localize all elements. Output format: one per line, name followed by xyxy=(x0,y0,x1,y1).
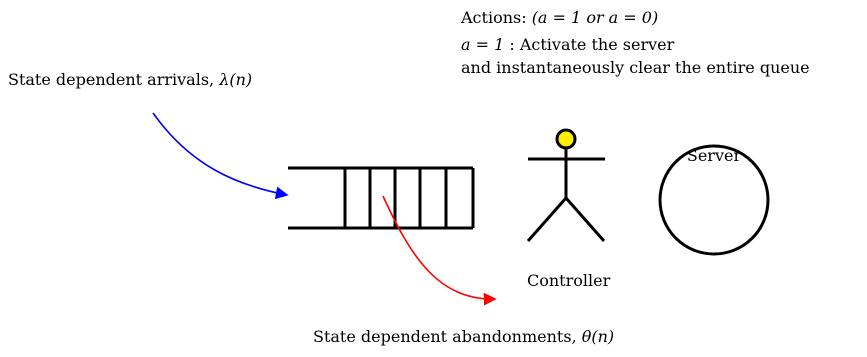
actions-line-2-math: a = 1 xyxy=(461,35,505,54)
actions-heading: Actions: (a = 1 or a = 0) xyxy=(461,8,658,28)
arrivals-arrow xyxy=(152,112,289,200)
controller-figure xyxy=(526,128,606,242)
controller-right-leg xyxy=(564,197,606,242)
actions-line-3: and instantaneously clear the entire que… xyxy=(461,58,810,77)
controller-head xyxy=(555,128,577,150)
server-circle xyxy=(658,144,770,256)
abandonments-text: State dependent abandonments, xyxy=(313,327,582,346)
actions-heading-text: Actions: xyxy=(461,8,532,27)
abandonments-label: State dependent abandonments, θ(n) xyxy=(313,327,614,347)
server-label: Server xyxy=(686,146,742,165)
actions-line-2-text: : Activate the server xyxy=(504,35,675,54)
actions-line-2: a = 1 : Activate the server xyxy=(461,35,674,55)
actions-heading-math: (a = 1 or a = 0) xyxy=(531,8,659,27)
abandonments-arrow xyxy=(382,195,497,306)
abandonments-math: θ(n) xyxy=(581,327,615,346)
controller-left-leg xyxy=(526,197,568,242)
queue-buffer xyxy=(288,166,475,230)
arrivals-label: State dependent arrivals, λ(n) xyxy=(8,70,252,90)
controller-label: Controller xyxy=(527,271,611,290)
arrivals-math: λ(n) xyxy=(219,70,253,89)
arrivals-text: State dependent arrivals, xyxy=(8,70,220,89)
